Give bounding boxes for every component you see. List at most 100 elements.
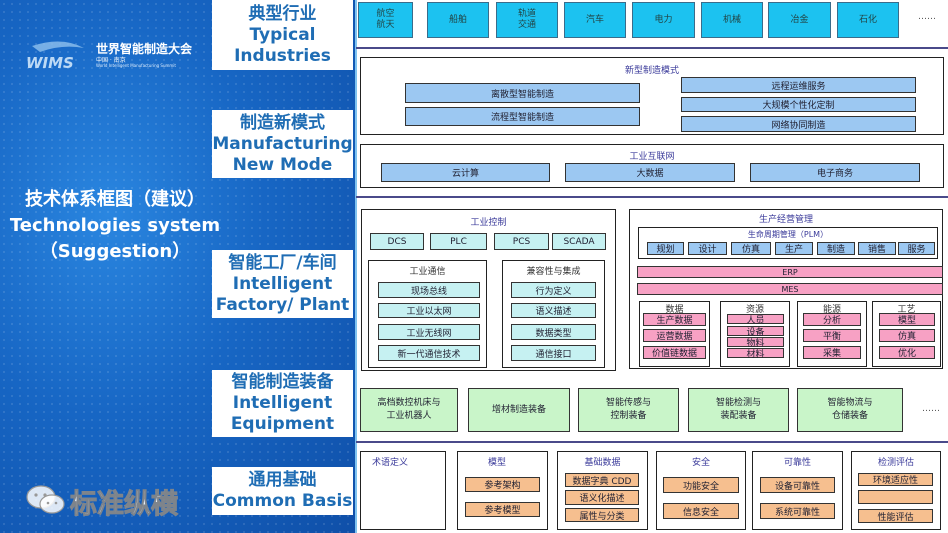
group-item: 运营数据	[643, 329, 706, 342]
industry-box: 机械	[701, 2, 763, 38]
internet-item: 电子商务	[750, 163, 920, 182]
wims-logo-icon: WIMS	[26, 41, 84, 72]
more-industries: ……	[918, 12, 936, 22]
new-mode-title: 新型制造模式	[624, 66, 679, 76]
basis-title: 可靠性	[783, 458, 811, 468]
logo-en: World Intelligent Manufacturing Summit	[96, 63, 176, 68]
basis-item: 设备可靠性	[760, 477, 835, 493]
basis-item: 系统可靠性	[760, 503, 835, 519]
mes-bar: MES	[637, 283, 943, 295]
industrial-comm-title: 工业通信	[409, 267, 446, 277]
internet-item: 云计算	[381, 163, 550, 182]
basis-item: 数据字典 CDD	[565, 473, 639, 487]
wims-logo: WIMS 世界智能制造大会 中国 · 南京 World Intelligent …	[22, 40, 212, 72]
compat-item: 语义描述	[511, 303, 596, 318]
compat-item: 通信接口	[511, 345, 596, 361]
group-item: 生产数据	[643, 313, 706, 326]
group-item: 物料	[727, 337, 784, 349]
control-system: SCADA	[552, 233, 606, 250]
basis-item: 语义化描述	[565, 490, 639, 505]
diagram-title-cn: 技术体系框图（建议）	[25, 189, 205, 210]
industry-box: 冶金	[768, 2, 831, 38]
plm-title: 生命周期管理（PLM）	[747, 230, 829, 239]
industry-box: 石化	[837, 2, 899, 38]
group-title: 数据	[665, 305, 684, 315]
group-item: 仿真	[879, 329, 935, 342]
basis-item: 性能评估	[858, 509, 933, 523]
comm-item: 工业无线网	[378, 324, 480, 340]
control-system: DCS	[370, 233, 424, 250]
basis-title: 基础数据	[584, 458, 621, 468]
erp-bar: ERP	[637, 266, 943, 278]
equipment-box: 增材制造装备	[468, 388, 570, 432]
plm-item: 服务	[898, 242, 935, 255]
industry-box: 轨道 交通	[496, 2, 558, 38]
internet-item: 大数据	[565, 163, 735, 182]
wechat-icon	[26, 485, 65, 514]
basis-item: 环境适应性	[858, 473, 933, 486]
new-mode-item: 流程型智能制造	[405, 107, 640, 126]
compatibility-title: 兼容性与集成	[526, 267, 581, 277]
basis-item	[858, 490, 933, 504]
control-system: PLC	[430, 233, 487, 250]
logo-cn: 世界智能制造大会	[96, 42, 193, 56]
plm-item: 规划	[647, 242, 684, 255]
plm-item: 设计	[688, 242, 727, 255]
group-item: 平衡	[803, 329, 861, 342]
group-item: 分析	[803, 313, 861, 326]
industry-box: 汽车	[564, 2, 626, 38]
group-item: 人员	[727, 314, 784, 326]
group-item: 设备	[727, 326, 784, 338]
diagram-title-en: Technologies system	[9, 215, 221, 236]
compat-item: 数据类型	[511, 324, 596, 340]
more-equipment: ……	[922, 404, 940, 414]
equipment-box: 高档数控机床与 工业机器人	[360, 388, 458, 432]
plm-item: 销售	[858, 242, 896, 255]
basis-box	[360, 451, 446, 530]
compat-item: 行为定义	[511, 282, 596, 298]
group-item: 材料	[727, 348, 784, 360]
new-mode-item: 离散型智能制造	[405, 83, 640, 103]
logo-location: 中国 · 南京	[96, 57, 126, 64]
basis-title: 检测评估	[877, 458, 914, 468]
industrial-control-title: 工业控制	[470, 218, 507, 228]
group-item: 模型	[879, 313, 935, 326]
basis-item: 属性与分类	[565, 508, 639, 522]
basis-title: 模型	[487, 458, 506, 468]
basis-item: 参考架构	[465, 477, 540, 492]
plm-item: 制造	[817, 242, 855, 255]
divider	[356, 47, 948, 49]
group-title: 工艺	[897, 305, 916, 315]
basis-title: 术语定义	[371, 458, 408, 468]
group-title: 资源	[745, 305, 764, 315]
industry-box: 船舶	[427, 2, 489, 38]
new-mode-item: 网络协同制造	[681, 116, 916, 132]
comm-item: 现场总线	[378, 282, 480, 298]
plm-item: 仿真	[731, 242, 771, 255]
control-system: PCS	[494, 233, 549, 250]
new-mode-item: 大规模个性化定制	[681, 97, 916, 112]
basis-item: 参考模型	[465, 502, 540, 517]
internet-title: 工业互联网	[629, 152, 675, 162]
plm-item: 生产	[775, 242, 813, 255]
diagram-title-suggestion: （Suggestion）	[39, 241, 191, 262]
group-item: 采集	[803, 346, 861, 359]
equipment-box: 智能物流与 仓储装备	[797, 388, 903, 432]
basis-title: 安全	[691, 458, 710, 468]
equipment-box: 智能传感与 控制装备	[578, 388, 679, 432]
production-mgmt-title: 生产经营管理	[758, 215, 813, 225]
industry-box: 电力	[632, 2, 695, 38]
group-item: 价值链数据	[643, 346, 706, 359]
comm-item: 新一代通信技术	[378, 345, 480, 361]
group-title: 能源	[822, 305, 841, 315]
basis-item: 信息安全	[663, 503, 739, 519]
equipment-box: 智能检测与 装配装备	[688, 388, 789, 432]
industry-box: 航空 航天	[358, 2, 413, 38]
svg-text:WIMS: WIMS	[26, 54, 74, 72]
watermark-text: 标准纵横	[70, 489, 179, 521]
